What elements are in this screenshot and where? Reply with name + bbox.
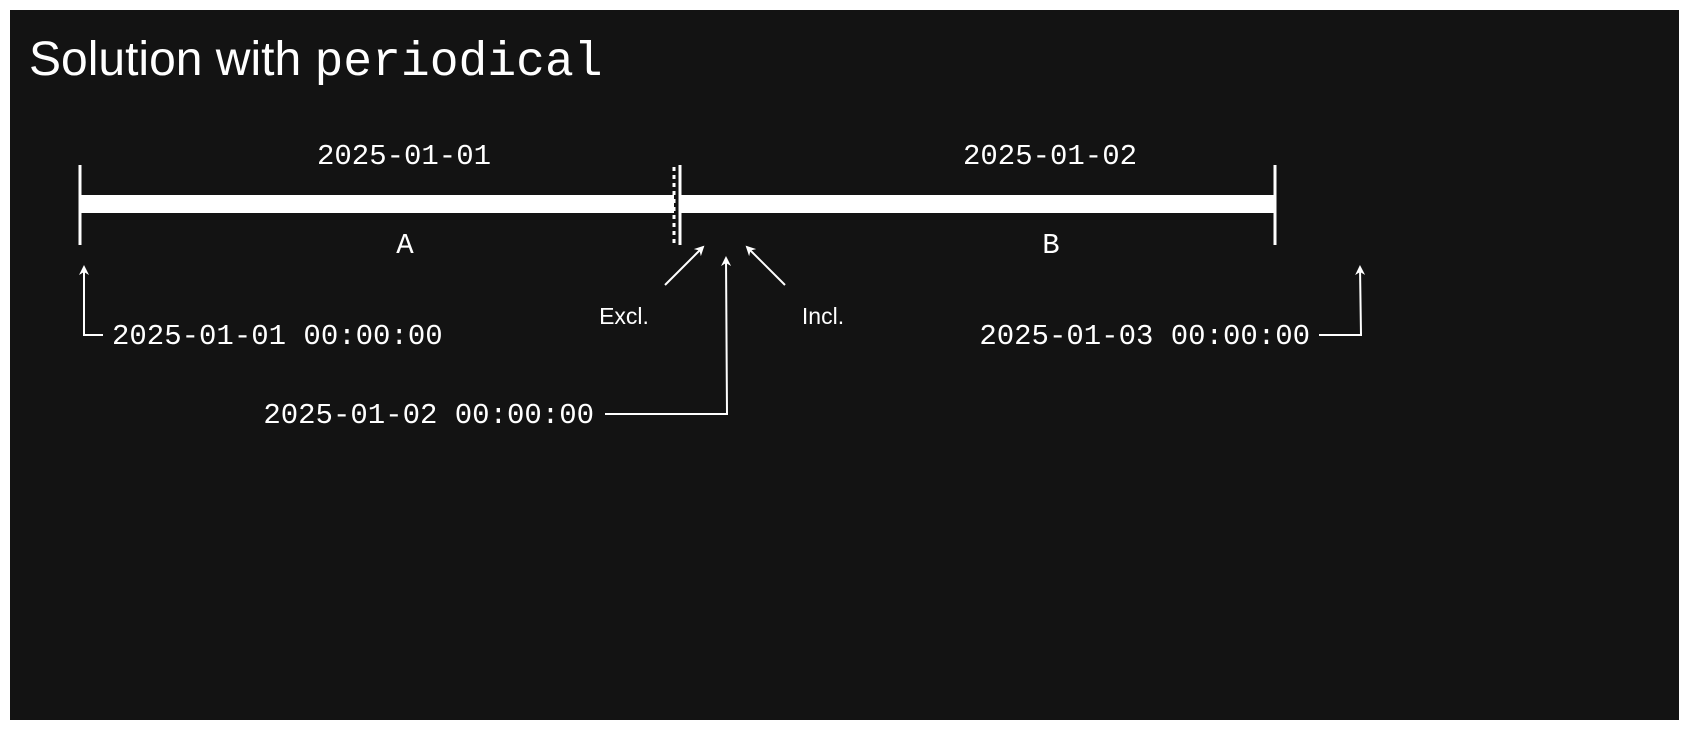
middle-timestamp: 2025-01-02 00:00:00 bbox=[263, 399, 594, 432]
interval-date-label-a: 2025-01-01 bbox=[317, 140, 491, 173]
middle-callout-arrow bbox=[605, 256, 732, 415]
incl-arrow bbox=[745, 245, 786, 286]
interval-date-label-b: 2025-01-02 bbox=[963, 140, 1137, 173]
excl-label: Excl. bbox=[599, 303, 649, 329]
incl-label: Incl. bbox=[802, 303, 844, 329]
diagram-title: Solution with periodical bbox=[29, 33, 603, 90]
interval-bar-a bbox=[81, 195, 674, 213]
start-timestamp: 2025-01-01 00:00:00 bbox=[112, 320, 443, 353]
start-callout-arrow bbox=[79, 265, 103, 336]
interval-bar-b bbox=[680, 195, 1274, 213]
timeline-diagram: 2025-01-01 2025-01-02 A B Excl. Incl. 20… bbox=[78, 140, 1366, 432]
excl-arrow bbox=[664, 245, 705, 286]
title-prefix: Solution with bbox=[29, 33, 315, 86]
interval-name-a: A bbox=[396, 229, 414, 262]
end-timestamp: 2025-01-03 00:00:00 bbox=[979, 320, 1310, 353]
end-callout-arrow bbox=[1319, 265, 1366, 336]
diagram-canvas: Solution with periodical 2025-01-01 2025… bbox=[10, 10, 1679, 720]
interval-name-b: B bbox=[1042, 229, 1059, 262]
title-code: periodical bbox=[314, 36, 603, 90]
